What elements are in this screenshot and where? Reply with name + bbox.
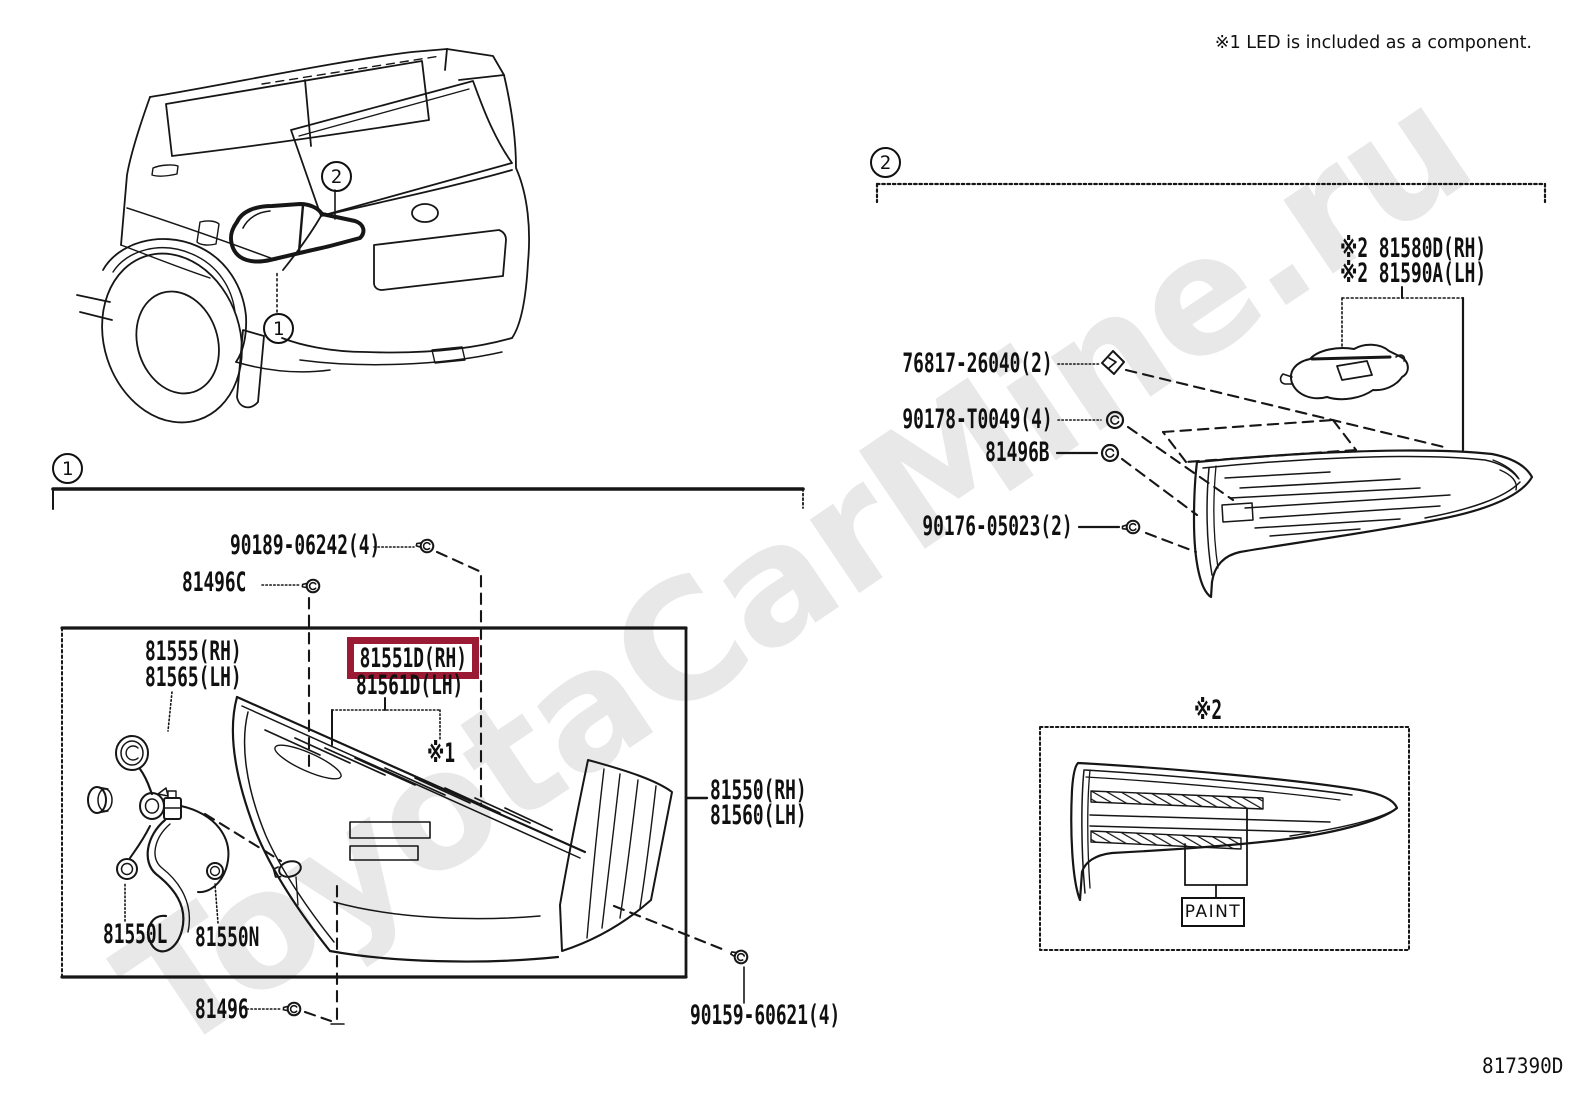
part-label-81496B: 81496B bbox=[985, 437, 1050, 468]
part-label-76817-26040: 76817-26040(2) bbox=[902, 348, 1053, 379]
part-label-90159-60621: 90159-60621(4) bbox=[690, 1000, 841, 1031]
part-label-81550: 81550(RH) bbox=[710, 775, 807, 806]
paint-lamp-drawing bbox=[1070, 761, 1399, 902]
section1-leader-lines bbox=[124, 546, 441, 1010]
car-tail-lamp-highlight bbox=[228, 202, 366, 264]
part-label-81590A: ※2 81590A(LH) bbox=[1340, 258, 1487, 289]
note-led: ※1 LED is included as a component. bbox=[1214, 33, 1532, 53]
callout-car-1: 1 bbox=[263, 313, 294, 344]
section2-leader-lines bbox=[1055, 363, 1121, 529]
section1-dashed-lines bbox=[203, 550, 729, 1023]
part-label-81580D: ※2 81580D(RH) bbox=[1340, 233, 1487, 264]
screw-icons-section1 bbox=[282, 538, 749, 1017]
car-sketch bbox=[76, 48, 530, 424]
section2-bracket bbox=[875, 182, 1547, 204]
callout-car-2: 2 bbox=[321, 161, 352, 192]
part-label-81560: 81560(LH) bbox=[710, 800, 807, 831]
section2-label-bracket bbox=[1341, 286, 1465, 452]
section1-label-bracket bbox=[331, 697, 386, 746]
part-label-81496C: 81496C bbox=[182, 567, 247, 598]
tail-lamp-body-drawing bbox=[231, 695, 673, 963]
part-label-90189-06242: 90189-06242(4) bbox=[230, 530, 381, 561]
paint-reference-box bbox=[1039, 726, 1410, 951]
paint-label-box: PAINT bbox=[1181, 897, 1245, 927]
note-ref-1: ※1 bbox=[427, 738, 456, 769]
part-label-81561D: 81561D(LH) bbox=[356, 670, 464, 701]
part-label-81555: 81555(RH) bbox=[145, 636, 242, 667]
inner-lamp-drawing bbox=[1192, 449, 1534, 599]
part-label-90178-T0049: 90178-T0049(4) bbox=[902, 404, 1053, 435]
clip-icon bbox=[1101, 350, 1125, 375]
callout-section1: 1 bbox=[52, 453, 83, 484]
callout-section2: 2 bbox=[870, 147, 901, 178]
section1-box bbox=[60, 626, 688, 979]
wire-harness-drawing bbox=[87, 735, 302, 953]
part-label-90176-05023: 90176-05023(2) bbox=[922, 511, 1073, 542]
part-label-81550N: 81550N bbox=[195, 922, 260, 953]
highlight-box-81551D: 81551D(RH) bbox=[347, 637, 479, 679]
paint-callout-lines bbox=[1184, 808, 1248, 898]
part-label-81550L: 81550L bbox=[103, 919, 168, 950]
section1-bracket bbox=[51, 487, 805, 510]
part-label-81565: 81565(LH) bbox=[145, 662, 242, 693]
part-label-81496: 81496 bbox=[195, 994, 249, 1025]
lamp-cover-drawing bbox=[1279, 343, 1409, 401]
fastener-icons-section2 bbox=[1100, 350, 1141, 535]
note-ref-2: ※2 bbox=[1194, 695, 1223, 726]
diagram-code: 817390D bbox=[1482, 1054, 1564, 1078]
